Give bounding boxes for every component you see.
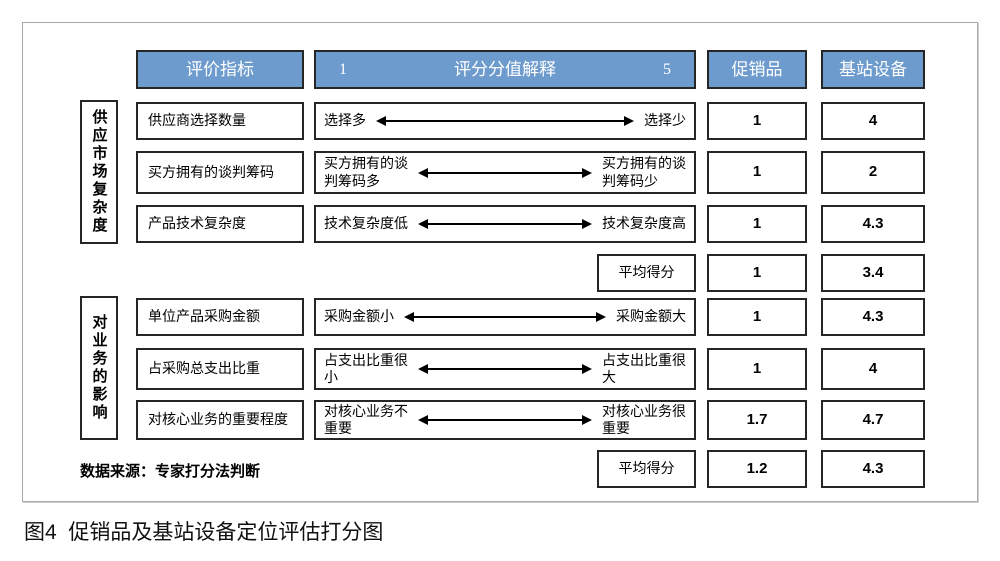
double-arrow-icon	[404, 311, 606, 323]
group-label-supply-market-complexity: 供应市场复杂度	[80, 100, 118, 244]
header-item-b: 基站设备	[821, 50, 925, 89]
score-item-a: 1	[707, 102, 807, 140]
metric-label: 产品技术复杂度	[136, 205, 304, 243]
figure-caption: 图4 促销品及基站设备定位评估打分图	[24, 521, 384, 544]
score-item-b: 4	[821, 348, 925, 390]
header-explanation-column: 1 评分分值解释 5	[314, 50, 696, 89]
double-arrow-icon	[418, 167, 592, 179]
scale-left-label: 技术复杂度低	[324, 215, 408, 232]
scale-high-label: 5	[663, 60, 671, 78]
explanation-column-title: 评分分值解释	[454, 59, 556, 79]
explanation-scale: 占支出比重很 小 占支出比重很 大	[314, 348, 696, 390]
explanation-scale: 技术复杂度低 技术复杂度高	[314, 205, 696, 243]
score-item-b: 2	[821, 151, 925, 194]
average-item-b: 3.4	[821, 254, 925, 292]
scale-right-label: 选择少	[644, 112, 686, 129]
average-label: 平均得分	[597, 450, 696, 488]
score-item-b: 4	[821, 102, 925, 140]
score-item-a: 1	[707, 151, 807, 194]
average-label: 平均得分	[597, 254, 696, 292]
explanation-scale: 采购金额小 采购金额大	[314, 298, 696, 336]
score-item-a: 1	[707, 348, 807, 390]
average-item-a: 1.2	[707, 450, 807, 488]
scale-left-label: 占支出比重很 小	[324, 351, 408, 386]
double-arrow-icon	[376, 115, 634, 127]
scale-left-label: 买方拥有的谈 判筹码多	[324, 155, 408, 189]
score-item-a: 1	[707, 205, 807, 243]
double-arrow-icon	[418, 363, 592, 375]
score-item-a: 1.7	[707, 400, 807, 440]
scale-right-label: 技术复杂度高	[602, 215, 686, 232]
double-arrow-icon	[418, 414, 592, 426]
group-label-business-impact: 对业务的影响	[80, 296, 118, 440]
metric-label: 对核心业务的重要程度	[136, 400, 304, 440]
explanation-scale: 对核心业务不 重要 对核心业务很 重要	[314, 400, 696, 440]
scale-right-label: 买方拥有的谈 判筹码少	[602, 155, 686, 189]
metric-label: 单位产品采购金额	[136, 298, 304, 336]
scale-right-label: 占支出比重很 大	[602, 351, 686, 386]
metric-label: 占采购总支出比重	[136, 348, 304, 390]
header-item-a: 促销品	[707, 50, 807, 89]
metric-label: 供应商选择数量	[136, 102, 304, 140]
scale-left-label: 对核心业务不 重要	[324, 402, 408, 437]
explanation-scale: 选择多 选择少	[314, 102, 696, 140]
data-source-note: 数据来源：专家打分法判断	[80, 463, 261, 480]
scale-left-label: 采购金额小	[324, 308, 394, 325]
score-item-b: 4.3	[821, 205, 925, 243]
metric-label: 买方拥有的谈判筹码	[136, 151, 304, 194]
explanation-scale: 买方拥有的谈 判筹码多 买方拥有的谈 判筹码少	[314, 151, 696, 194]
scale-right-label: 对核心业务很 重要	[602, 402, 686, 437]
average-item-b: 4.3	[821, 450, 925, 488]
score-item-b: 4.3	[821, 298, 925, 336]
header-metric-column: 评价指标	[136, 50, 304, 89]
double-arrow-icon	[418, 218, 592, 230]
scale-left-label: 选择多	[324, 112, 366, 129]
average-item-a: 1	[707, 254, 807, 292]
scale-low-label: 1	[339, 60, 347, 78]
score-item-b: 4.7	[821, 400, 925, 440]
score-item-a: 1	[707, 298, 807, 336]
scale-right-label: 采购金额大	[616, 308, 686, 325]
